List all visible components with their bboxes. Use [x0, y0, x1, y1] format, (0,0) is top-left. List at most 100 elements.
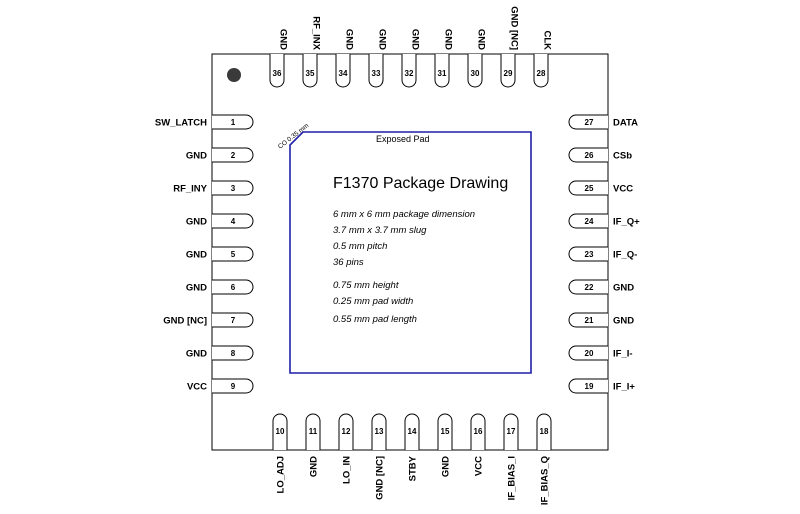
pin-pad [568, 312, 608, 328]
pin-number: 20 [585, 349, 594, 358]
pin-pad [470, 413, 486, 450]
pin-label: GND [186, 283, 207, 294]
pin-number: 30 [471, 69, 480, 78]
pin-number: 28 [537, 69, 546, 78]
pin-label: IF_Q+ [613, 217, 640, 228]
pin-label: GND [443, 29, 454, 50]
pin-pad [568, 279, 608, 295]
pin-number: 14 [408, 427, 417, 436]
package-outline [211, 53, 609, 451]
pin-label: GND [441, 456, 452, 477]
spec-line: 0.5 mm pitch [333, 241, 387, 252]
spec-line: 0.75 mm height [333, 280, 399, 291]
pin-label: VCC [613, 184, 633, 195]
pin-number: 12 [342, 427, 351, 436]
pin-label: GND [NC] [375, 456, 386, 500]
pin-pad [212, 114, 254, 130]
pin-label: GND [186, 349, 207, 360]
pin-number: 31 [438, 69, 447, 78]
pin-pad [568, 114, 608, 130]
pin-pad [212, 312, 254, 328]
pin-label: GND [278, 29, 289, 50]
pin-number: 24 [585, 217, 594, 226]
pin-pad [503, 413, 519, 450]
pin-number: 17 [507, 427, 516, 436]
pin-label: IF_I- [613, 349, 633, 360]
pin-number: 13 [375, 427, 384, 436]
pin-number: 27 [585, 118, 594, 127]
pin-label: STBY [408, 455, 419, 481]
pin-number: 33 [372, 69, 381, 78]
pin-label: GND [186, 151, 207, 162]
pin-number: 25 [585, 184, 594, 193]
pin-pad [212, 279, 254, 295]
pin-pad [305, 413, 321, 450]
pin-label: VCC [187, 382, 207, 393]
pin-number: 19 [585, 382, 594, 391]
pin-number: 8 [231, 349, 236, 358]
pin-pad [272, 413, 288, 450]
pin-label: GND [613, 283, 634, 294]
pin-number: 22 [585, 283, 594, 292]
pin-number: 36 [273, 69, 282, 78]
pin-label: LO_ADJ [276, 456, 287, 493]
pin-label: GND [344, 29, 355, 50]
pin-label: GND [410, 29, 421, 50]
spec-line: 0.55 mm pad length [333, 314, 417, 325]
pin-number: 6 [231, 283, 236, 292]
pin-pad [212, 147, 254, 163]
pin-pad [533, 54, 549, 88]
pin-number: 1 [231, 118, 236, 127]
pin-pad [437, 413, 453, 450]
pin-pad [212, 246, 254, 262]
pin-label: GND [377, 29, 388, 50]
pin-pad [568, 378, 608, 394]
pin-pad [212, 345, 254, 361]
pin-number: 26 [585, 151, 594, 160]
pin-label: VCC [474, 456, 485, 476]
spec-line: 6 mm x 6 mm package dimension [333, 209, 475, 220]
pin-pad [212, 378, 254, 394]
pin-pad [568, 345, 608, 361]
pin-number: 10 [276, 427, 285, 436]
pin-number: 2 [231, 151, 236, 160]
pin-label: GND [NC] [163, 316, 207, 327]
pin-pad [568, 180, 608, 196]
pin-label: SW_LATCH [155, 118, 207, 129]
pin-label: GND [309, 456, 320, 477]
pin-pad [568, 147, 608, 163]
pin-label: RF_INY [173, 184, 207, 195]
pin-number: 4 [231, 217, 236, 226]
pin1-marker-dot [227, 68, 241, 82]
pin-number: 23 [585, 250, 594, 259]
pin-number: 35 [306, 69, 315, 78]
spec-line: 3.7 mm x 3.7 mm slug [333, 225, 427, 236]
pin-label: LO_IN [342, 456, 353, 484]
pin-label: RF_INX [311, 16, 322, 50]
pin-pad [568, 213, 608, 229]
pin-pad [269, 54, 285, 88]
pin-number: 18 [540, 427, 549, 436]
exposed-pad [289, 131, 532, 374]
spec-line: 36 pins [333, 257, 364, 268]
exposed-pad-label: Exposed Pad [376, 134, 430, 144]
pin-label: DATA [613, 118, 638, 129]
pin-number: 29 [504, 69, 513, 78]
pin-pad [371, 413, 387, 450]
pin-label: GND [NC] [509, 6, 520, 50]
pin-pad [434, 54, 450, 88]
pin-label: IF_Q- [613, 250, 637, 261]
pin-label: GND [186, 217, 207, 228]
pin-pad [212, 213, 254, 229]
pin-pad [568, 246, 608, 262]
pin-pad [404, 413, 420, 450]
pin-pad [467, 54, 483, 88]
pin-label: IF_I+ [613, 382, 635, 393]
pin-label: IF_BIAS_I [507, 456, 518, 500]
spec-line: 0.25 mm pad width [333, 296, 413, 307]
pin-number: 21 [585, 316, 594, 325]
pin-label: GND [476, 29, 487, 50]
pin-label: IF_BIAS_Q [540, 456, 551, 505]
